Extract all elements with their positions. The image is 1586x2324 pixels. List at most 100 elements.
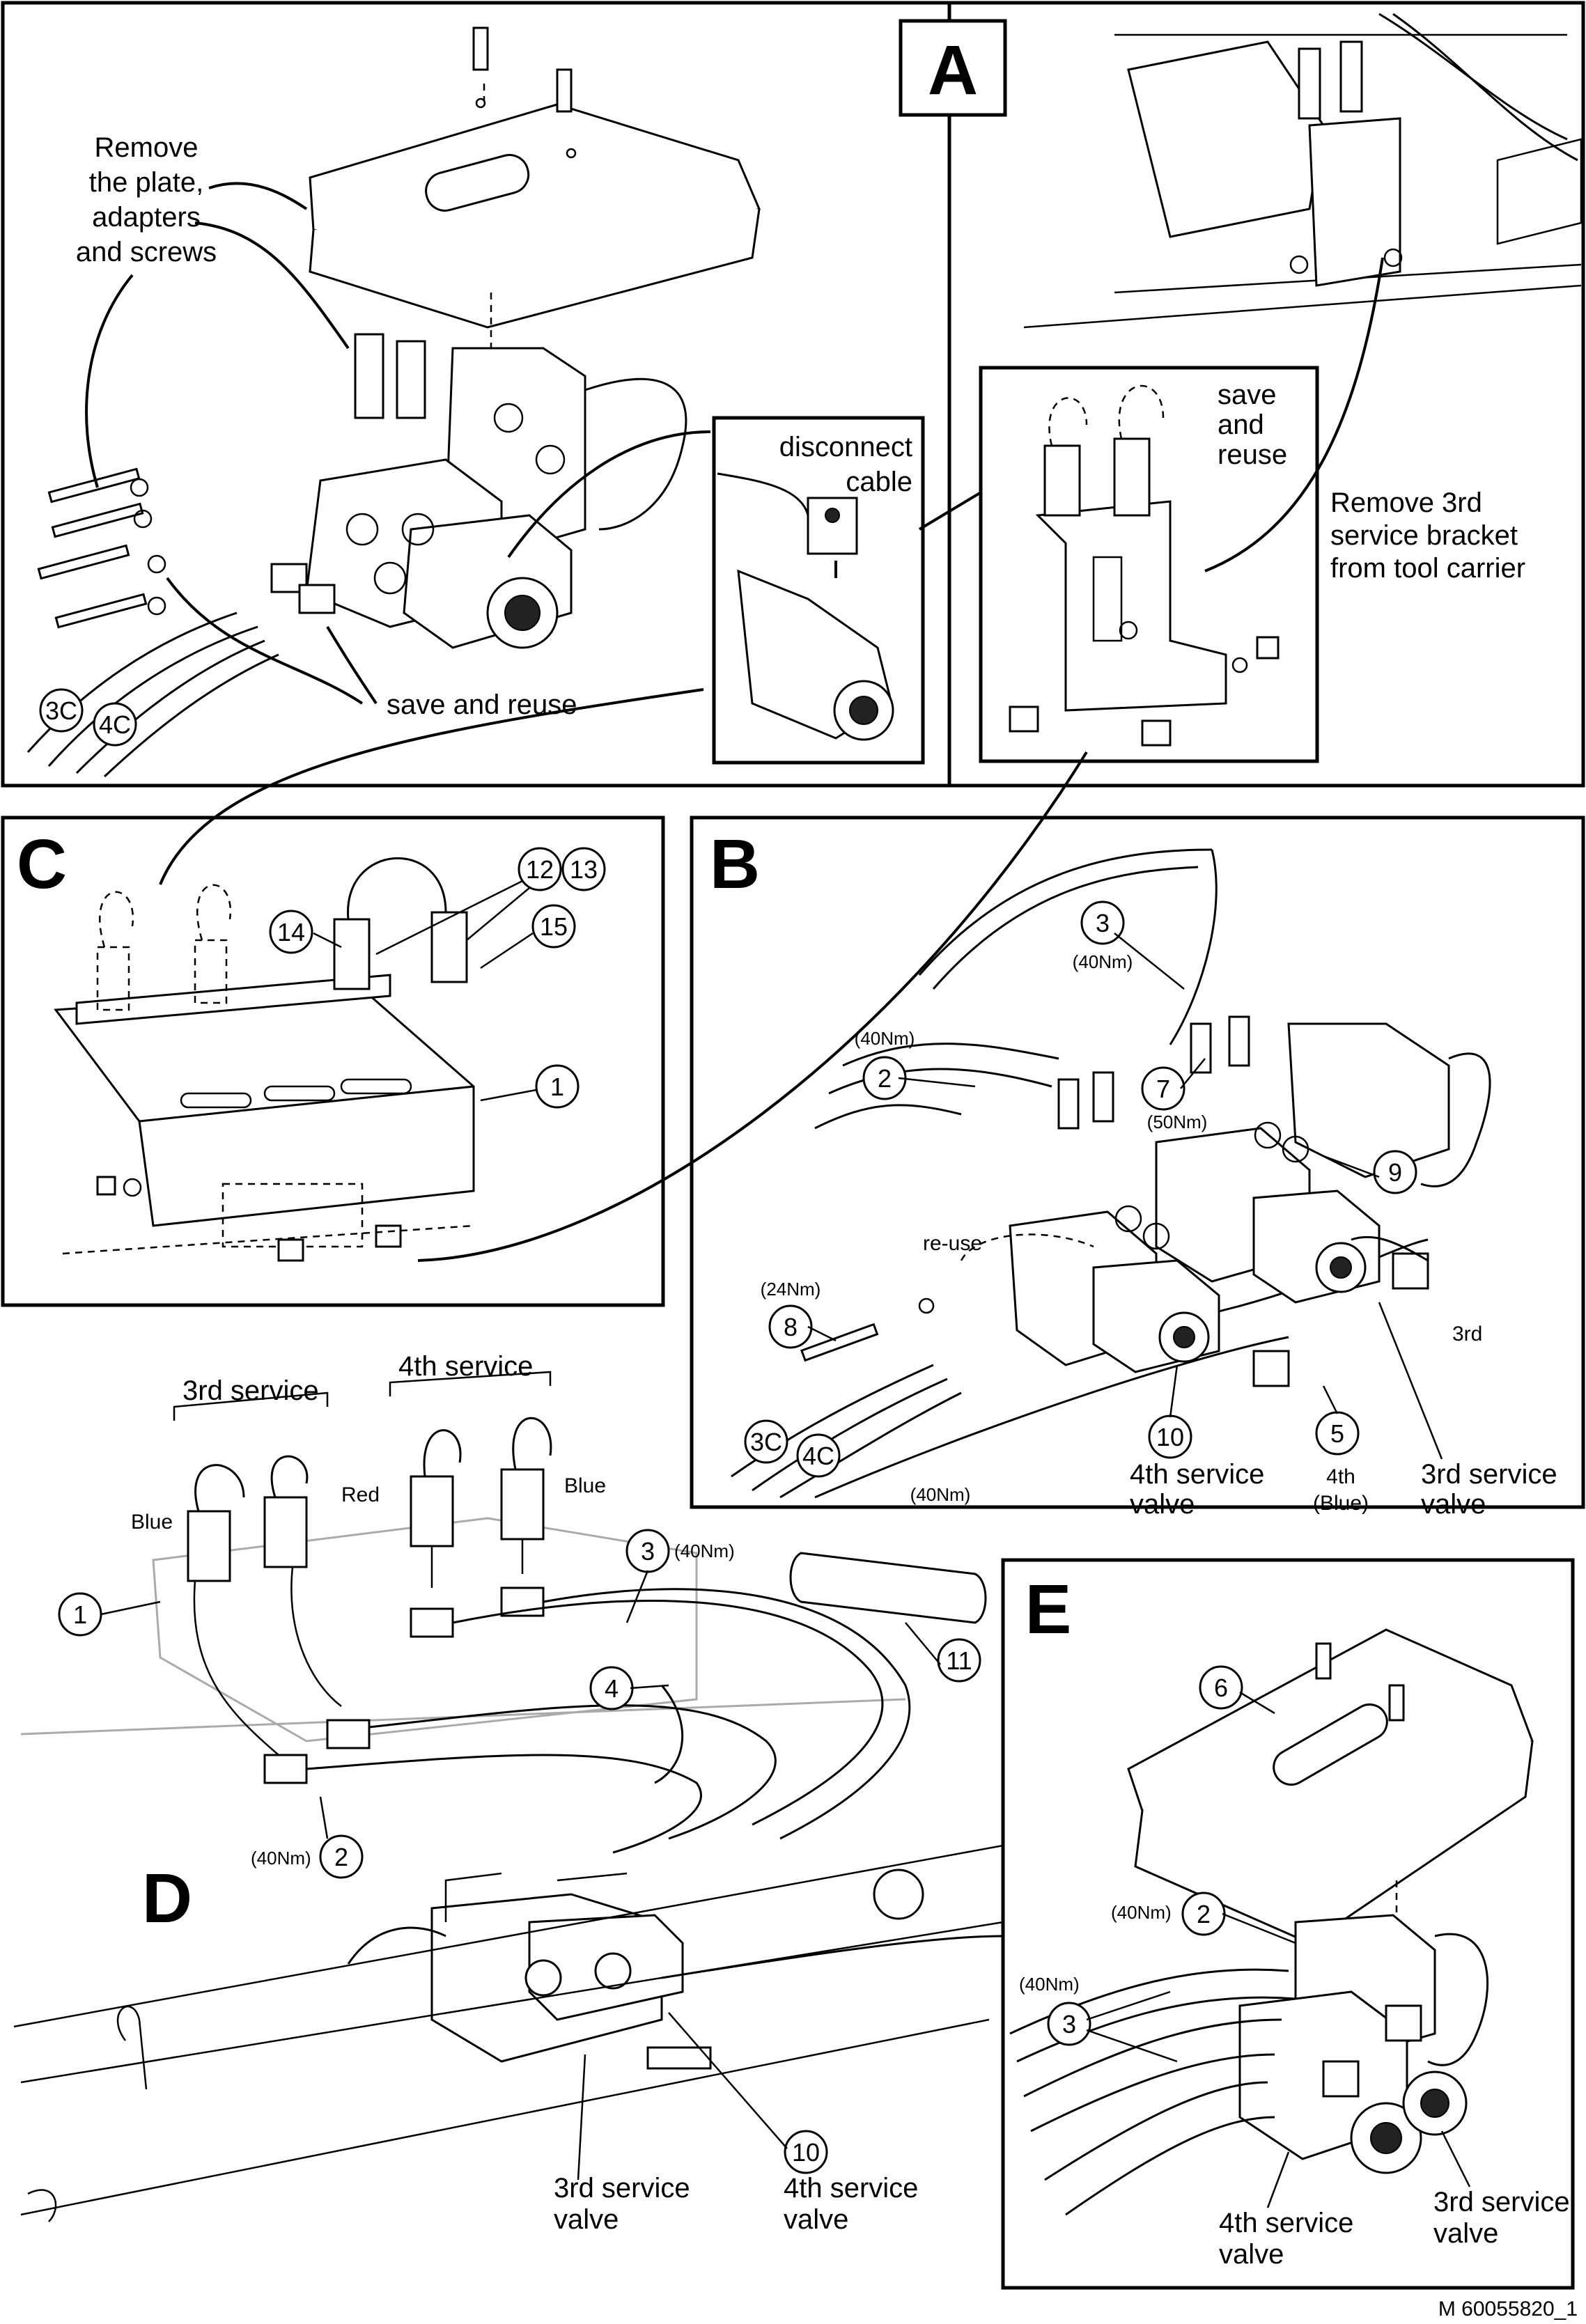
arrow-remove-bracket xyxy=(1204,257,1384,572)
handle-drawing xyxy=(789,1552,987,1624)
panel-d: 3rd service 4th service xyxy=(13,1351,1004,2235)
callout-12 xyxy=(518,847,562,891)
red-label: Red xyxy=(341,1483,380,1506)
callout-3c-a xyxy=(39,688,84,733)
callout-4c-a-text: 4C xyxy=(99,710,131,739)
remove-plate-line3: adapters xyxy=(92,202,201,233)
arrow-to-disconnect xyxy=(507,430,711,559)
callout-15-text: 15 xyxy=(540,912,568,941)
arrow-to-panel-c xyxy=(159,688,704,885)
hoses-d xyxy=(306,1588,911,1854)
callout-3-b-text: 3 xyxy=(1096,909,1110,937)
torque-2-b: (40Nm) xyxy=(855,1028,915,1049)
remove-bracket-line3: from tool carrier xyxy=(1330,553,1525,584)
arrow-to-plate xyxy=(208,182,308,210)
torque-3-e: (40Nm) xyxy=(1019,1974,1080,1995)
callout-1-d-text: 1 xyxy=(73,1600,87,1629)
valves-b xyxy=(800,1015,1491,1387)
torque-3-b: (40Nm) xyxy=(1073,951,1133,972)
callout-3-e xyxy=(1047,2002,1091,2046)
panel-e: E 6 (40Nm) xyxy=(1001,1558,1575,2290)
panel-b-letter: B xyxy=(710,825,760,903)
arrow-to-adapters xyxy=(194,221,350,350)
bracket-3rd-service xyxy=(173,1391,329,1421)
disconnect-line1: disconnect xyxy=(779,432,912,462)
bracket-drawing xyxy=(1009,384,1280,747)
bracket-4th-service xyxy=(389,1371,552,1396)
save-reuse-label: save and reuse xyxy=(387,689,577,720)
callout-3-b xyxy=(1080,900,1125,945)
callout-3-e-text: 3 xyxy=(1062,2010,1076,2038)
torque-bottom-b: (40Nm) xyxy=(910,1484,971,1505)
valve-3rd-e-line2: valve xyxy=(1433,2218,1498,2249)
callout-3c-a-text: 3C xyxy=(45,696,77,725)
callout-1-c-text: 1 xyxy=(550,1073,564,1101)
callout-11-d-text: 11 xyxy=(946,1646,972,1675)
arrow-save-2 xyxy=(326,625,378,705)
torque-8-b: (24Nm) xyxy=(761,1279,821,1300)
reuse-label: re-use xyxy=(923,1232,982,1255)
callout-4c-a xyxy=(93,702,137,747)
bracket-c-drawing xyxy=(54,857,475,1262)
panel-a-letter-box xyxy=(899,19,1007,117)
callout-13-text: 13 xyxy=(570,855,598,884)
screws-drawing xyxy=(37,467,166,629)
arrow-bracket-to-c xyxy=(417,751,1088,1262)
callout-leaders-c xyxy=(313,880,537,1102)
remove-bracket-line2: service bracket xyxy=(1330,520,1518,551)
valve-3rd-e-line1: 3rd service xyxy=(1433,2187,1570,2217)
callout-10-b-text: 10 xyxy=(1156,1423,1184,1451)
callout-11-d xyxy=(937,1638,981,1683)
panel-a: A xyxy=(1,1,1585,788)
save-line: save xyxy=(1218,380,1277,410)
callout-4c-b-text: 4C xyxy=(802,1442,834,1470)
line-to-bracket xyxy=(918,486,990,531)
hoses-b xyxy=(731,848,1429,1499)
torque-7-b: (50Nm) xyxy=(1147,1112,1208,1132)
callout-3-d-text: 3 xyxy=(641,1537,655,1566)
callout-2-e-text: 2 xyxy=(1197,1900,1211,1928)
panel-c-letter: C xyxy=(17,825,67,903)
blue-right-label: Blue xyxy=(564,1474,606,1497)
cover-plate-e xyxy=(1127,1628,1534,1944)
callout-1-c xyxy=(535,1064,580,1109)
drawing-number: M 60055820_1 xyxy=(1438,2298,1578,2321)
hoses-a xyxy=(26,611,279,778)
panel-a-frame xyxy=(1,1,1585,788)
service-3rd-heading: 3rd service xyxy=(182,1375,319,1406)
valve-3rd-b-line1: 3rd service xyxy=(1421,1459,1557,1490)
callout-8-b-text: 8 xyxy=(784,1313,798,1341)
callout-9-b xyxy=(1373,1150,1417,1194)
valve-3rd-d-line1: 3rd service xyxy=(554,2173,690,2204)
valve-4th-b-line1: 4th service xyxy=(1130,1459,1264,1490)
disconnect-line2: cable xyxy=(846,467,912,497)
callout-6-e xyxy=(1199,1665,1243,1710)
callout-10-d-text: 10 xyxy=(792,2138,820,2167)
torque-2-e: (40Nm) xyxy=(1111,1902,1172,1923)
torque-2-d: (40Nm) xyxy=(251,1848,311,1869)
callout-leaders-d xyxy=(100,1570,941,2181)
panel-c: C 12 13 14 15 xyxy=(1,688,704,1307)
callout-2-d-text: 2 xyxy=(334,1843,348,1871)
panel-d-letter: D xyxy=(142,1859,192,1937)
remove-plate-line2: the plate, xyxy=(89,167,204,198)
label-4th-b: 4th xyxy=(1326,1465,1355,1488)
callout-leaders-e xyxy=(1086,1691,1471,2208)
remove-plate-line4: and screws xyxy=(76,237,217,267)
label-3rd-b: 3rd xyxy=(1452,1323,1482,1346)
tool-carrier-d xyxy=(20,1417,906,1784)
arrow-save-1 xyxy=(166,577,364,705)
remove-bracket-line1: Remove 3rd xyxy=(1330,488,1482,518)
callout-7-b-text: 7 xyxy=(1156,1075,1170,1103)
valve-4th-b-line2: valve xyxy=(1130,1489,1195,1520)
label-blue-b: (Blue) xyxy=(1313,1492,1369,1515)
valve-4th-d-line2: valve xyxy=(784,2204,848,2235)
valve-3rd-b-line2: valve xyxy=(1421,1489,1486,1520)
panel-e-frame xyxy=(1001,1558,1575,2290)
panel-a-letter: A xyxy=(928,31,978,109)
valves-e xyxy=(1238,1914,1488,2174)
valve-assembly-a xyxy=(270,333,687,649)
solenoid-connector-drawing xyxy=(717,472,894,741)
panel-b: B xyxy=(417,751,1585,1520)
callout-5-b-text: 5 xyxy=(1330,1419,1344,1448)
